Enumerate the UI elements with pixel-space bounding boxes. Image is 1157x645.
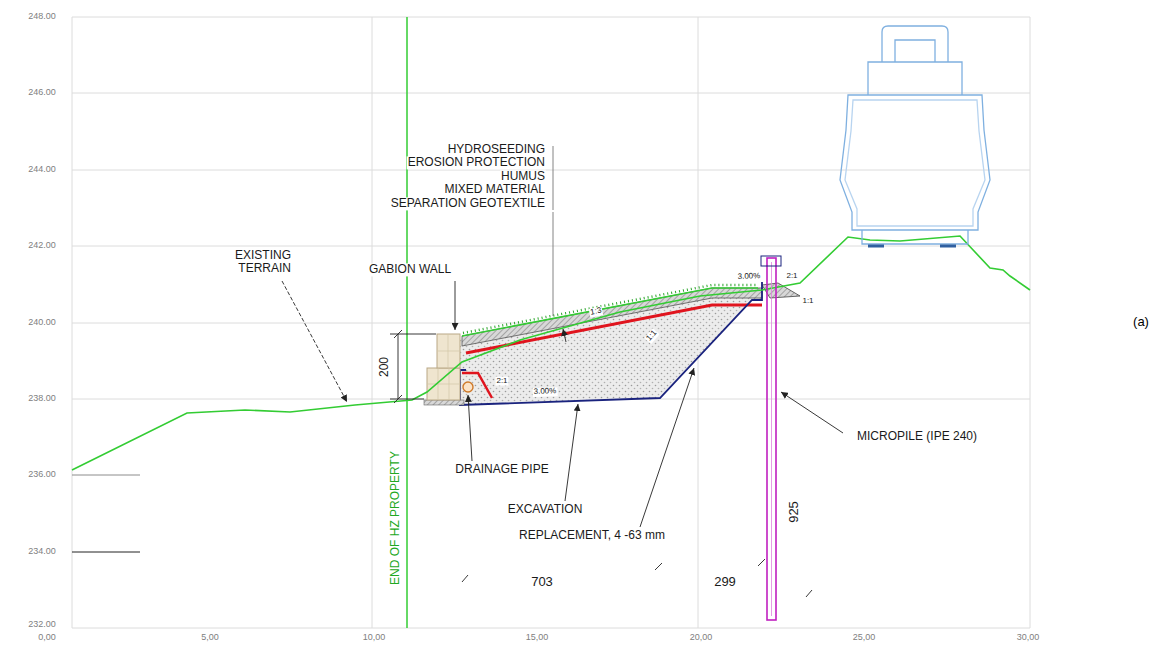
hydroseeding-dots (463, 285, 756, 333)
axis-value: 242.00 (27, 241, 57, 251)
leader-line (565, 404, 578, 501)
part-label: DRAINAGE PIPE (454, 463, 549, 476)
axis-value: 234.00 (27, 547, 57, 557)
micropile (767, 258, 776, 620)
boundary-label: END OF HZ PROPERTY (389, 450, 402, 586)
leader-line (282, 281, 347, 402)
dimension-value: 703 (530, 575, 554, 589)
axis-value: 248.00 (27, 12, 57, 22)
layer-bracket (553, 146, 554, 316)
axis-value: 10,00 (362, 633, 387, 643)
axis-value: 5,00 (200, 633, 220, 643)
drain-line (462, 373, 492, 398)
slope-ratio: 2:1 (495, 377, 508, 386)
dimension-value: 299 (713, 575, 737, 589)
grid-line (72, 17, 1030, 628)
slope-ratio: 1:3 (589, 306, 604, 317)
leader-line (781, 392, 843, 433)
dimension-value: 200 (378, 356, 391, 378)
axis-value: 240.00 (27, 318, 57, 328)
excavation-outline (460, 282, 762, 405)
train-outline (840, 26, 990, 244)
grid (72, 17, 1030, 628)
part-label: GABION WALL (368, 263, 452, 276)
axis-value: 238.00 (27, 394, 57, 404)
part-label: MICROPILE (IPE 240) (856, 430, 978, 443)
leader-line (640, 368, 694, 527)
train-body-inner (845, 100, 985, 226)
train-roof (868, 62, 962, 95)
pantograph (895, 40, 935, 62)
rail (868, 245, 956, 248)
layer-label: SEPARATION GEOTEXTILE (390, 197, 546, 210)
layer-label: HUMUS (500, 170, 546, 183)
leader-line (468, 395, 472, 461)
existing-terrain (72, 236, 1030, 470)
gabion-base (424, 400, 464, 405)
axis-value: 30,00 (1016, 633, 1041, 643)
slope-ratio: 1:1 (644, 328, 659, 344)
property-line (406, 17, 408, 628)
pantograph (882, 26, 948, 62)
reference-line (72, 475, 140, 476)
axis-value: 15,00 (525, 633, 550, 643)
bogie (862, 230, 968, 244)
layer-label: HYDROSEEDING (447, 143, 546, 156)
axis-value: 25,00 (852, 633, 877, 643)
part-label: EXISTING TERRAIN (210, 249, 292, 275)
reference-line (72, 552, 140, 553)
slope-percent: 3.00% (533, 387, 558, 397)
axis-value: 244.00 (27, 165, 57, 175)
pile-cap (761, 256, 781, 266)
drainage-pipe (463, 382, 473, 392)
part-label: EXCAVATION (507, 503, 584, 516)
axis-value: 236.00 (27, 470, 57, 480)
axis-value: 20,00 (689, 633, 714, 643)
grid-line (72, 17, 1030, 628)
dimension-value: 925 (787, 500, 801, 524)
figure-tag: (a) (1132, 315, 1150, 329)
layer-label: EROSION PROTECTION (407, 156, 546, 169)
axis-value: 246.00 (27, 88, 57, 98)
slope-percent: 3.00% (737, 272, 762, 282)
leaders (282, 146, 843, 597)
axis-value: 232.00 (27, 620, 57, 630)
slope-ratio: 2:1 (785, 272, 798, 281)
micropile-core (771, 262, 772, 616)
part-label: REPLACEMENT, 4 -63 mm (518, 529, 666, 542)
layer-label: MIXED MATERIAL (444, 183, 546, 196)
dimension-tick (462, 559, 812, 597)
geotextile-line (466, 305, 762, 353)
slope-arrow (563, 329, 566, 342)
leader-line (455, 281, 456, 330)
slope-ratio: 1:1 (801, 297, 814, 306)
dimension-line (390, 330, 436, 403)
train-body (840, 95, 990, 230)
axis-value: 0,00 (37, 633, 57, 643)
replacement-fill (460, 288, 762, 405)
